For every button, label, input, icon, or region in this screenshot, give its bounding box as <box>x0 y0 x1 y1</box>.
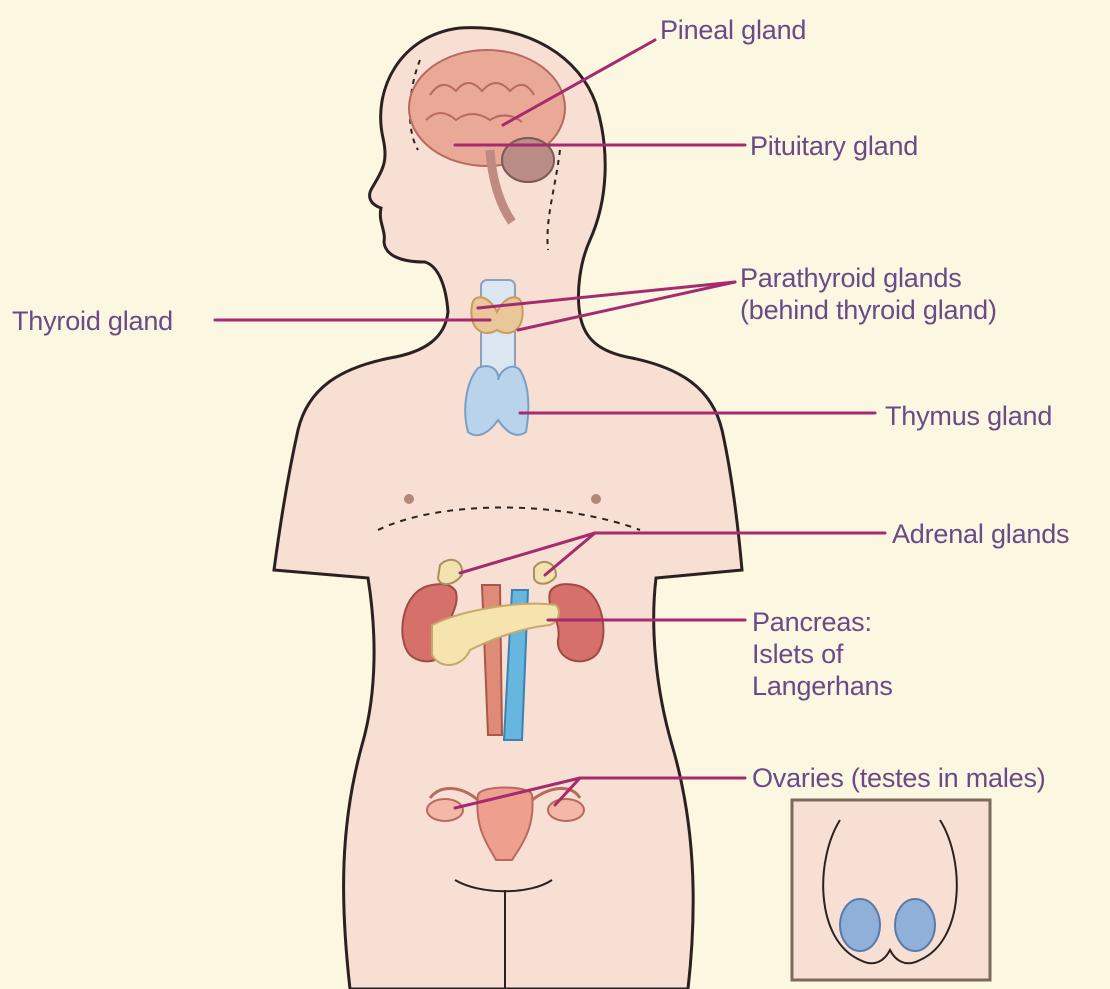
label-pancreas-line3: Langerhans <box>752 670 893 702</box>
label-pituitary-gland: Pituitary gland <box>750 130 918 162</box>
adrenal-right <box>534 562 556 584</box>
ovary-left <box>427 799 463 821</box>
testis-left <box>840 899 880 951</box>
label-thyroid-gland: Thyroid gland <box>12 305 173 337</box>
label-pancreas-line1: Pancreas: <box>752 606 872 638</box>
label-pineal-gland: Pineal gland <box>660 14 806 46</box>
label-parathyroid-line2: (behind thyroid gland) <box>740 294 997 326</box>
label-pancreas-line2: Islets of <box>752 638 843 670</box>
nipple-right <box>591 494 601 504</box>
label-ovaries: Ovaries (testes in males) <box>752 762 1046 794</box>
label-adrenal-glands: Adrenal glands <box>892 518 1069 550</box>
label-thymus-gland: Thymus gland <box>885 400 1052 432</box>
nipple-left <box>404 494 414 504</box>
label-parathyroid-line1: Parathyroid glands <box>740 262 962 294</box>
ovary-right <box>548 799 584 821</box>
testis-right <box>895 899 935 951</box>
